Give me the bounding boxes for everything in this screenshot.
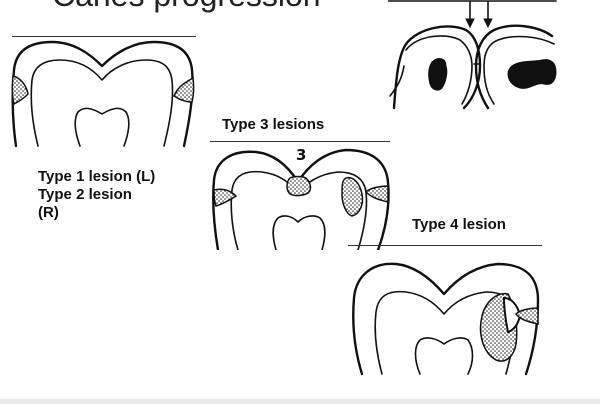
caption-type3: Type 3 lesions	[222, 116, 325, 133]
down-arrow-right	[483, 1, 493, 29]
slide-title: Caries progression	[52, 0, 321, 11]
caption-type2-line1: Type 2 lesion	[38, 186, 132, 203]
figure-line-type3	[210, 141, 390, 142]
caption-type1-type2: Type 1 lesion (L) Type 2 lesion (R)	[38, 168, 198, 222]
lesion-type3-right	[341, 176, 364, 217]
lesion-type2-right	[173, 76, 195, 103]
figure-line-type12	[12, 36, 196, 37]
caption-type1: Type 1 lesion (L)	[38, 168, 156, 185]
down-arrow-left	[465, 1, 475, 29]
tooth-type4-diagram	[352, 262, 540, 376]
slide-bottom-band	[0, 399, 600, 404]
lesion-type4-surface	[515, 307, 539, 325]
lesion-type3-left	[213, 188, 238, 207]
figure-line-type4	[348, 245, 542, 246]
lesion-type1-left	[11, 75, 29, 106]
right-tooth-crown	[473, 24, 557, 110]
figure-number-label: 3	[296, 146, 306, 164]
approximal-contact-diagram	[388, 0, 557, 110]
caption-type4: Type 4 lesion	[412, 216, 506, 233]
lesion-type3-occlusal	[286, 175, 312, 197]
lesion-type4-cavitation	[502, 296, 522, 334]
caption-type2-line2: (R)	[38, 204, 59, 221]
lesion-type3-right-surface	[364, 185, 389, 203]
tooth-type3-diagram: 3	[212, 146, 390, 250]
left-tooth-crown	[389, 25, 482, 110]
tooth-type1-type2-diagram	[11, 40, 195, 148]
